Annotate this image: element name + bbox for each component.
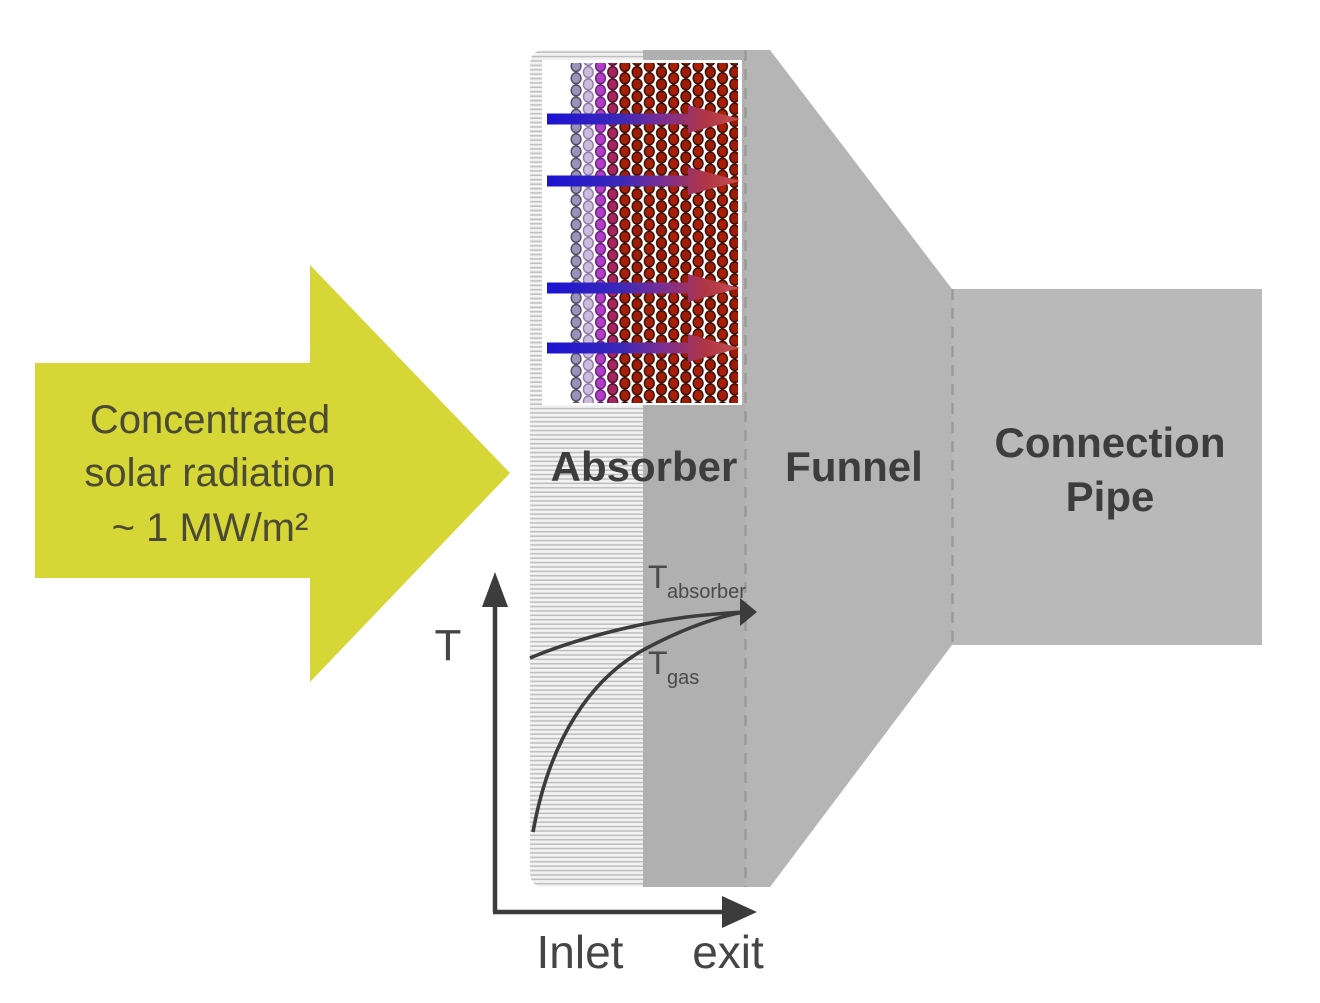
connection-pipe-label-line2: Pipe <box>1066 473 1155 520</box>
t-absorber-label-subscript: absorber <box>667 581 746 603</box>
curves-arrowhead-icon <box>740 598 757 626</box>
t-axis-arrowhead-icon <box>482 572 508 607</box>
absorber-microstructure-inset <box>542 60 742 405</box>
solar-arrow-label-line2: solar radiation <box>84 451 335 495</box>
inlet-label: Inlet <box>537 926 624 978</box>
temperature-graph: T T absorber T gas Inlet exit <box>435 559 764 978</box>
t-absorber-curve <box>529 610 745 660</box>
connection-pipe-label-line1: Connection <box>995 419 1226 466</box>
funnel-shape <box>745 50 952 887</box>
x-axis-arrowhead-icon <box>722 896 757 928</box>
connection-pipe-shape <box>952 289 1262 645</box>
solar-radiation-arrow <box>35 265 510 682</box>
solar-arrow-label-line3: ~ 1 MW/m² <box>112 506 309 550</box>
particle-field-crimson <box>606 63 619 403</box>
t-gas-label-subscript: gas <box>667 667 699 689</box>
exit-label: exit <box>692 926 764 978</box>
gas-flow-arrow-2 <box>547 167 740 195</box>
t-axis-label: T <box>435 621 462 670</box>
gas-flow-arrow-4 <box>547 334 740 362</box>
funnel-label: Funnel <box>785 443 923 490</box>
absorber-label: Absorber <box>551 443 738 490</box>
gas-flow-arrow-3 <box>547 274 740 302</box>
t-gas-curve <box>531 610 745 833</box>
t-gas-label-base: T <box>648 645 668 681</box>
t-absorber-label-base: T <box>648 559 668 595</box>
particle-field-magenta <box>594 63 607 403</box>
solar-arrow-label-line1: Concentrated <box>90 398 330 442</box>
gas-flow-arrow-1 <box>547 105 740 133</box>
